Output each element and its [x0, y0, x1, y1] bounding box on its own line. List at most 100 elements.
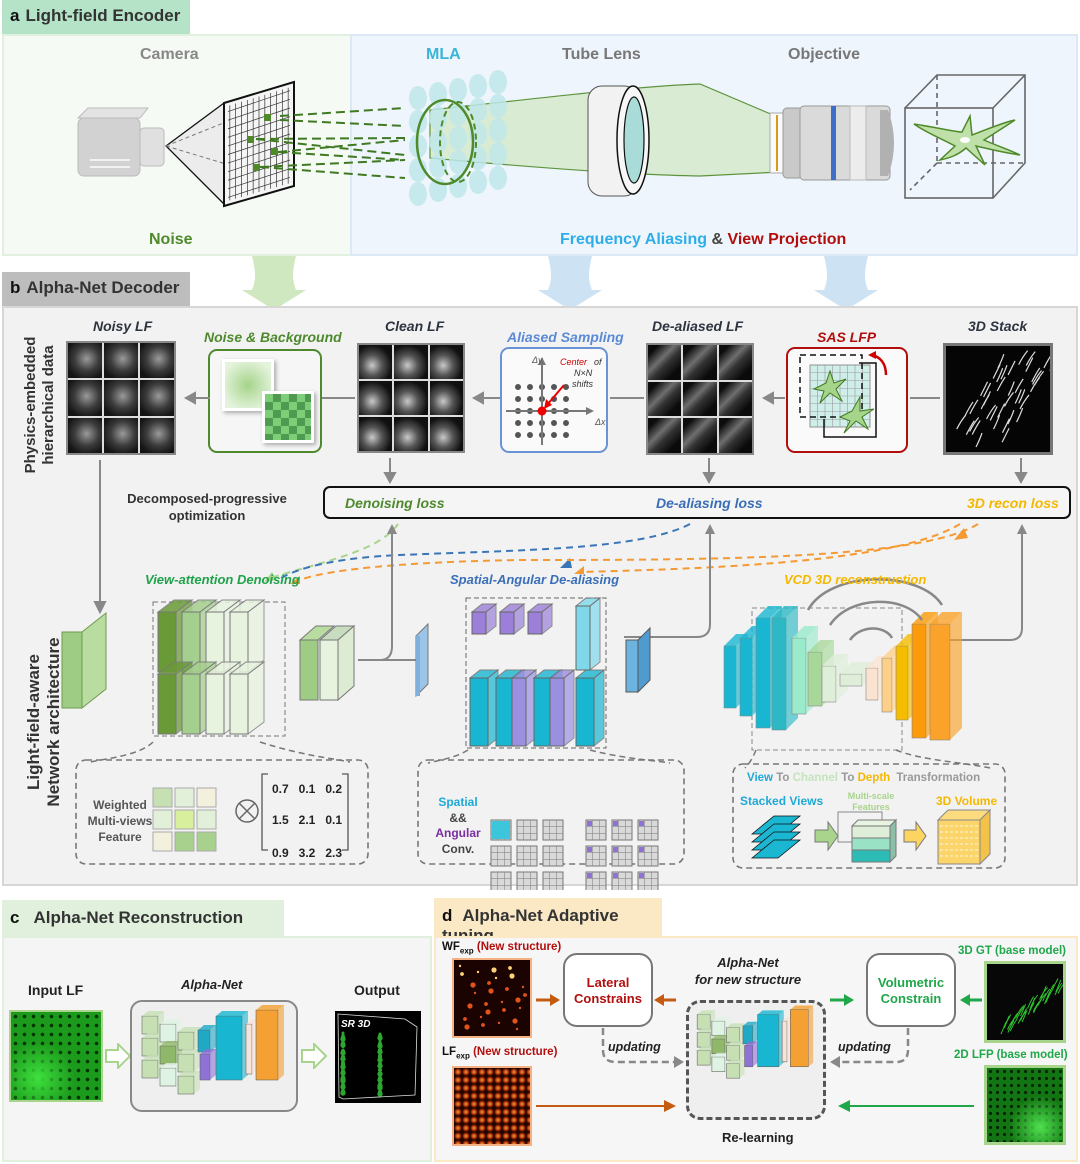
mini-layer-side [278, 1005, 284, 1080]
wf-blob [518, 1006, 522, 1010]
alpha-net-mini-icon [141, 1005, 284, 1095]
mini-layer-top [178, 1071, 200, 1076]
mini-layer-top [216, 1011, 248, 1016]
input-lf-label: Input LF [28, 982, 84, 998]
volumetric-constrain-box[interactable]: Volumetric Constrain [866, 953, 956, 1027]
unet-layer-top [772, 606, 798, 618]
adaptive-tuning-arrows: updating updating [536, 994, 982, 1112]
output-arrow-icon [301, 1043, 328, 1069]
filament [980, 394, 990, 410]
unet-layer-top [756, 606, 782, 618]
lenslet [489, 166, 507, 190]
sample-dot [551, 384, 557, 390]
wf-blob [505, 987, 509, 991]
sas-lfp-illustration [799, 351, 888, 438]
delta-x-label: Δx [594, 417, 606, 427]
wf-blob [458, 964, 462, 968]
sample-dot [515, 432, 521, 438]
noise-label: Noise [149, 231, 193, 248]
unet-layer-top [912, 612, 938, 624]
alpha-net-box-d [686, 1000, 826, 1120]
wf-blob [484, 1002, 488, 1006]
unet-layer [839, 673, 863, 687]
gt-filament [1007, 1020, 1015, 1033]
filament [1014, 389, 1022, 404]
filament [1034, 370, 1045, 386]
center-label: Center [560, 357, 588, 367]
weighted-feature-label: Weighted Multi-views Feature [87, 798, 153, 844]
mini-layer [197, 1029, 211, 1053]
objective-label: Objective [788, 46, 861, 63]
filament [1031, 367, 1041, 383]
mini-layer-side [210, 1049, 216, 1080]
filament [1018, 350, 1029, 365]
filament [997, 354, 1005, 369]
mini-layer-top [256, 1005, 284, 1010]
mini-layer-top [200, 1049, 216, 1054]
filament [965, 420, 975, 436]
gt-filament [1047, 984, 1055, 997]
lenslet [409, 86, 427, 110]
unet-layer [723, 645, 737, 709]
noisy-lf-label: Noisy LF [93, 318, 153, 334]
conv-cell [516, 819, 538, 841]
mini-layer-side [194, 1049, 200, 1072]
view-cell [196, 831, 217, 852]
mini-layer-side [752, 1041, 758, 1067]
mini-layer-top [742, 1021, 758, 1026]
encoder-effects-label: Frequency Aliasing & View Projection [560, 231, 846, 249]
conv-layer [575, 677, 595, 747]
loss-box: Denoising loss De-aliasing loss 3D recon… [323, 486, 1071, 519]
sample-dot [563, 396, 569, 402]
panel-b-title: Alpha-Net Decoder [26, 278, 180, 297]
sample-dot [527, 420, 533, 426]
relearning-label: Re-learning [722, 1130, 794, 1145]
wf-blob [502, 1008, 506, 1012]
noisy-lf-image [66, 341, 176, 455]
network-architecture [61, 523, 1027, 890]
aliased-sampling-label: Aliased Sampling [507, 329, 624, 345]
filament [971, 420, 981, 435]
lenslet [489, 142, 507, 166]
unet-layer [807, 651, 823, 707]
camera-label: Camera [140, 46, 199, 63]
gt-filament [1004, 1014, 1012, 1027]
unet-layer [865, 667, 879, 701]
view-cell [196, 787, 217, 808]
tube-lens-label: Tube Lens [562, 46, 641, 63]
mini-layer-top [711, 1016, 730, 1021]
multiscale-features-icon [837, 811, 898, 864]
mini-layer [177, 1053, 195, 1073]
gt-filament [1020, 1003, 1027, 1017]
sr-blob [378, 1032, 382, 1036]
stack-3d-image [943, 343, 1059, 455]
conv-layer-side [563, 668, 575, 748]
layer [181, 673, 201, 735]
sample-dot [563, 420, 569, 426]
lateral-constrains-box[interactable]: Lateral Constrains [563, 953, 653, 1027]
input-lf-image [9, 1010, 103, 1102]
filament [975, 432, 983, 448]
view-attention-title: View-attention Denoising [145, 572, 300, 587]
filament [1003, 392, 1014, 407]
mini-layer-top [757, 1010, 784, 1015]
filament [956, 414, 967, 430]
mini-layer-side [194, 1071, 200, 1094]
sample-dot [527, 396, 533, 402]
view-cell [152, 831, 173, 852]
mini-layer [141, 1015, 159, 1035]
angular-kernel [587, 821, 592, 826]
sr-blob [340, 1062, 346, 1068]
unet-layer-top [792, 626, 818, 638]
sample-dot [563, 432, 569, 438]
encoder-decoder-arrows [242, 256, 878, 310]
wf-blob [467, 1003, 473, 1009]
